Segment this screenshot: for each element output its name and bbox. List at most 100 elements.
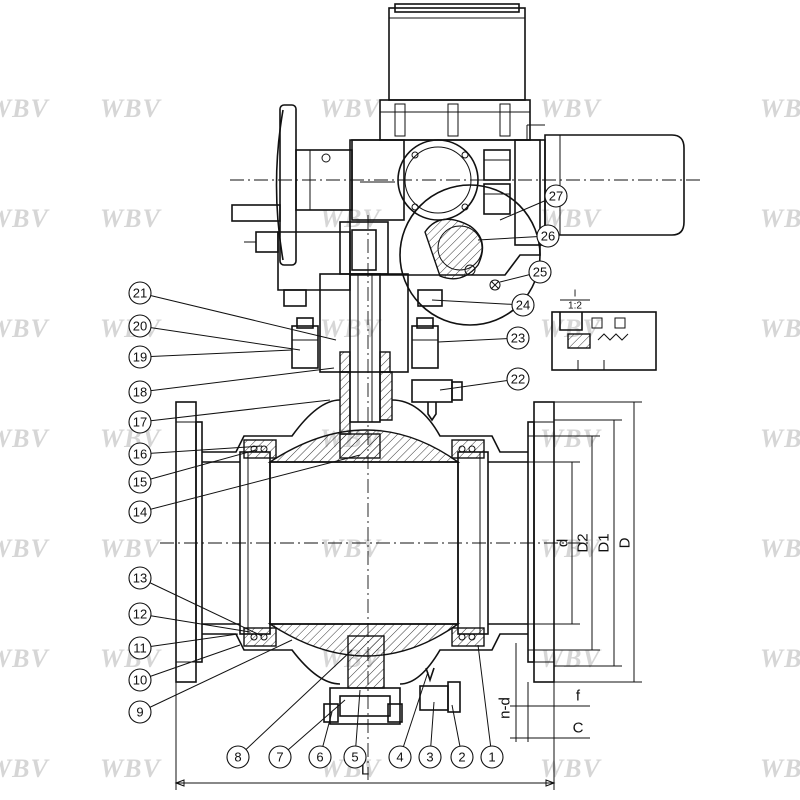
callout-leader [139, 445, 263, 455]
callout-leader [139, 644, 241, 681]
callout-15: 15 [128, 449, 257, 494]
watermark-text: WBV [760, 424, 800, 453]
watermark-text: WBV [540, 424, 602, 453]
watermark-text: WBV [0, 204, 50, 233]
dim-D-label: D [617, 537, 634, 548]
callout-26: 26 [477, 224, 560, 248]
callout-leader [477, 235, 549, 241]
callout-number: 12 [133, 607, 147, 622]
callout-circle [388, 745, 412, 769]
callout-circle [480, 745, 504, 769]
callout-13: 13 [128, 566, 263, 637]
watermark-text: WBV [760, 204, 800, 233]
callout-number: 26 [541, 229, 555, 244]
callout-circle [128, 500, 152, 524]
callout-number: 17 [133, 415, 147, 430]
callout-layer: 1234567891011121314151617181920212223242… [128, 184, 568, 769]
callout-10: 10 [128, 644, 241, 692]
callout-circle [511, 293, 535, 317]
callout-leader [399, 671, 429, 758]
callout-6: 6 [308, 711, 333, 769]
valve-body [160, 399, 590, 742]
callout-leader [437, 337, 519, 343]
watermark-text: WBV [760, 534, 800, 563]
callout-circle [128, 470, 152, 494]
watermark-text: WBV [0, 534, 50, 563]
watermark-text: WBV [760, 314, 800, 343]
callout-number: 20 [133, 319, 147, 334]
callout-number: 4 [396, 750, 403, 765]
callout-leader [279, 699, 346, 758]
callout-number: 19 [133, 350, 147, 365]
callout-leader [139, 399, 331, 423]
callout-18: 18 [128, 367, 335, 404]
watermark-text: WBV [0, 754, 50, 783]
watermark-text: WBV [0, 314, 50, 343]
dim-d-label: d [555, 539, 572, 547]
dim-C-label: C [573, 720, 584, 737]
callout-25: 25 [499, 260, 552, 284]
watermark-text: WBV [320, 534, 382, 563]
dimension-lines [174, 401, 642, 790]
callout-leader [139, 325, 301, 351]
detail-view [551, 299, 657, 371]
callout-23: 23 [437, 326, 530, 350]
dim-n-d-label: n-d [497, 697, 514, 719]
callout-leader [139, 349, 293, 358]
callout-circle [128, 566, 152, 590]
callout-circle [450, 745, 474, 769]
callout-circle [128, 314, 152, 338]
callout-24: 24 [431, 293, 535, 317]
watermark-text: WBV [760, 644, 800, 673]
callout-9: 9 [128, 639, 293, 724]
electric-actuator [230, 3, 700, 326]
detail-scale: 1:2 [568, 301, 582, 312]
callout-circle [506, 326, 530, 350]
callout-leader [439, 378, 519, 391]
watermark-text: WBV [540, 534, 602, 563]
callout-leader [139, 577, 263, 637]
callout-leader [139, 639, 293, 713]
watermark-text: WBV [0, 424, 50, 453]
callout-3: 3 [418, 701, 442, 769]
callout-19: 19 [128, 345, 293, 369]
callout-number: 7 [276, 750, 283, 765]
callout-circle [128, 700, 152, 724]
callout-11: 11 [128, 633, 239, 660]
watermark-text: WBV [100, 94, 162, 123]
callout-circle [128, 442, 152, 466]
callout-circle [506, 367, 530, 391]
callout-circle [544, 184, 568, 208]
callout-number: 27 [549, 189, 563, 204]
callout-leader [431, 299, 524, 306]
watermark-text: WBV [0, 644, 50, 673]
callout-number: 15 [133, 475, 147, 490]
watermark-text: WBV [540, 754, 602, 783]
dim-f-label: f [576, 688, 581, 705]
watermark-text: WBV [100, 204, 162, 233]
callout-leader [139, 292, 337, 341]
callout-5: 5 [343, 689, 367, 769]
callout-number: 2 [458, 750, 465, 765]
callout-circle [128, 636, 152, 660]
callout-number: 18 [133, 385, 147, 400]
callout-circle [128, 602, 152, 626]
callout-number: 5 [351, 750, 358, 765]
callout-16: 16 [128, 442, 263, 466]
watermark-text: WBV [540, 644, 602, 673]
watermark-text: WBV [100, 754, 162, 783]
callout-20: 20 [128, 314, 301, 351]
callout-1: 1 [477, 644, 504, 769]
callout-circle [268, 745, 292, 769]
callout-8: 8 [226, 649, 353, 769]
callout-17: 17 [128, 399, 331, 434]
callout-leader [139, 367, 335, 393]
watermark-text: WBV [760, 754, 800, 783]
callout-leader [139, 454, 361, 513]
watermark-text: WBV [320, 94, 382, 123]
dim-D1-label: D1 [596, 533, 613, 552]
callout-leader [237, 649, 353, 758]
callout-27: 27 [499, 184, 568, 221]
callout-circle [418, 745, 442, 769]
